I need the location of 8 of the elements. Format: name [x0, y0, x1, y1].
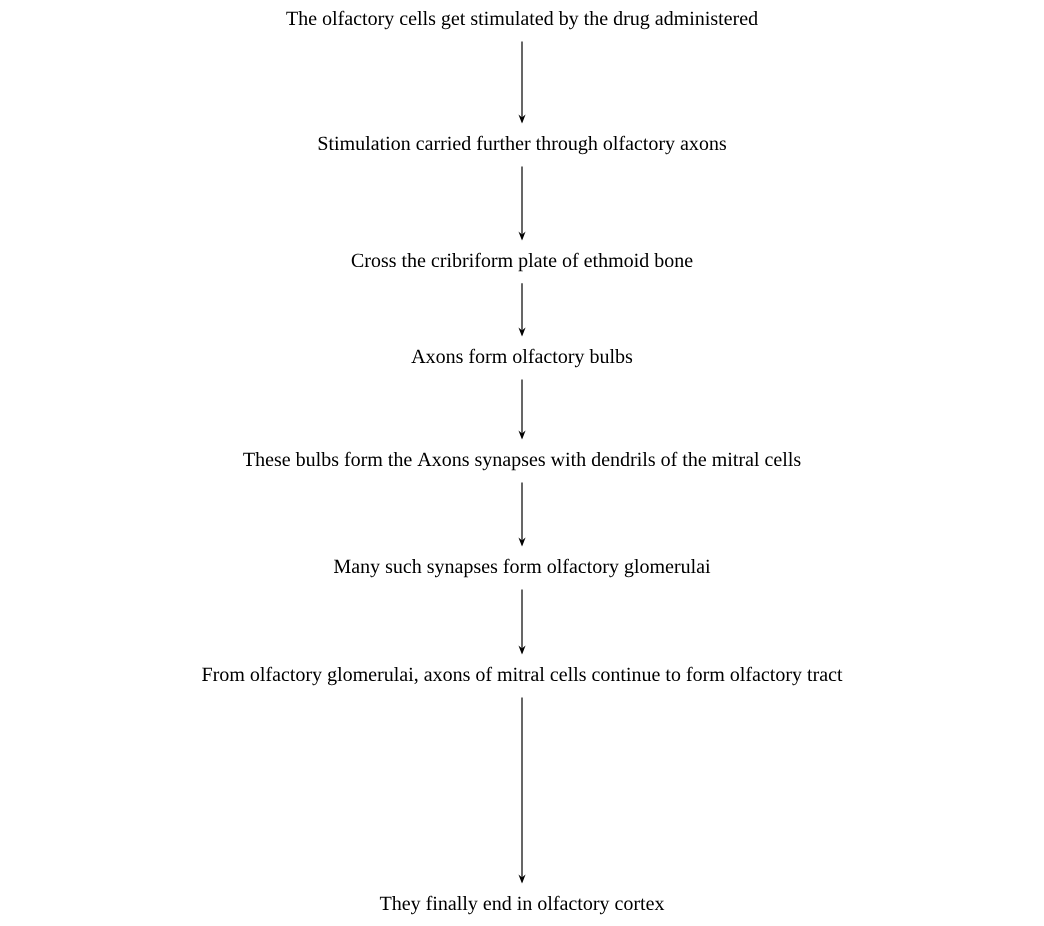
step-text: Axons form olfactory bulbs	[411, 348, 633, 368]
step-text: The olfactory cells get stimulated by the drug administered	[286, 10, 758, 30]
step-text: These bulbs form the Axons synapses with dendrils of the mitral cells	[243, 451, 801, 471]
step-text: They finally end in olfactory cortex	[379, 895, 665, 915]
step-text: Many such synapses form olfactory glomerulai	[334, 558, 711, 578]
step-text: Stimulation carried further through olfactory axons	[318, 135, 726, 155]
step-text: Cross the cribriform plate of ethmoid bone	[351, 252, 693, 272]
step-text: From olfactory glomerulai, axons of mitral cells continue to form olfactory tract	[202, 666, 843, 686]
